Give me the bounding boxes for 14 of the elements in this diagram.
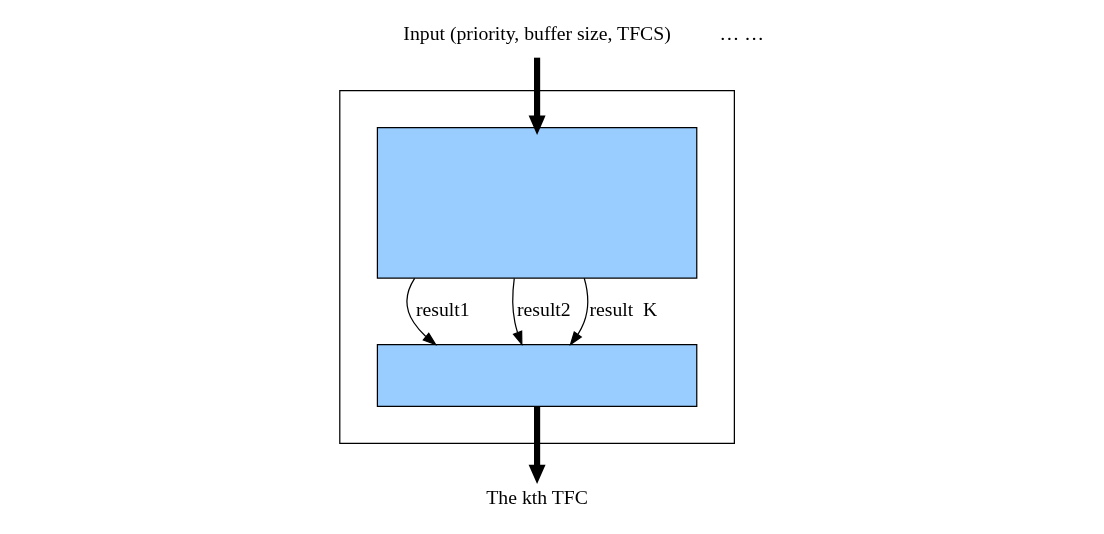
- node-text: The kth TFC: [485, 485, 588, 508]
- cluster: [338, 90, 735, 444]
- edge-label: result K: [588, 298, 657, 321]
- label: … …: [719, 21, 764, 44]
- node-box: [376, 344, 697, 407]
- arrow: [405, 277, 437, 346]
- arrow: [511, 277, 522, 347]
- edge-label: result1: [415, 298, 470, 321]
- node-box: [376, 127, 697, 279]
- arrow: [568, 277, 588, 347]
- node-text: Input (priority, buffer size, TFCS): [402, 21, 671, 44]
- edge-label: result2: [516, 298, 571, 321]
- arrow: [528, 57, 546, 136]
- arrow: [528, 406, 546, 485]
